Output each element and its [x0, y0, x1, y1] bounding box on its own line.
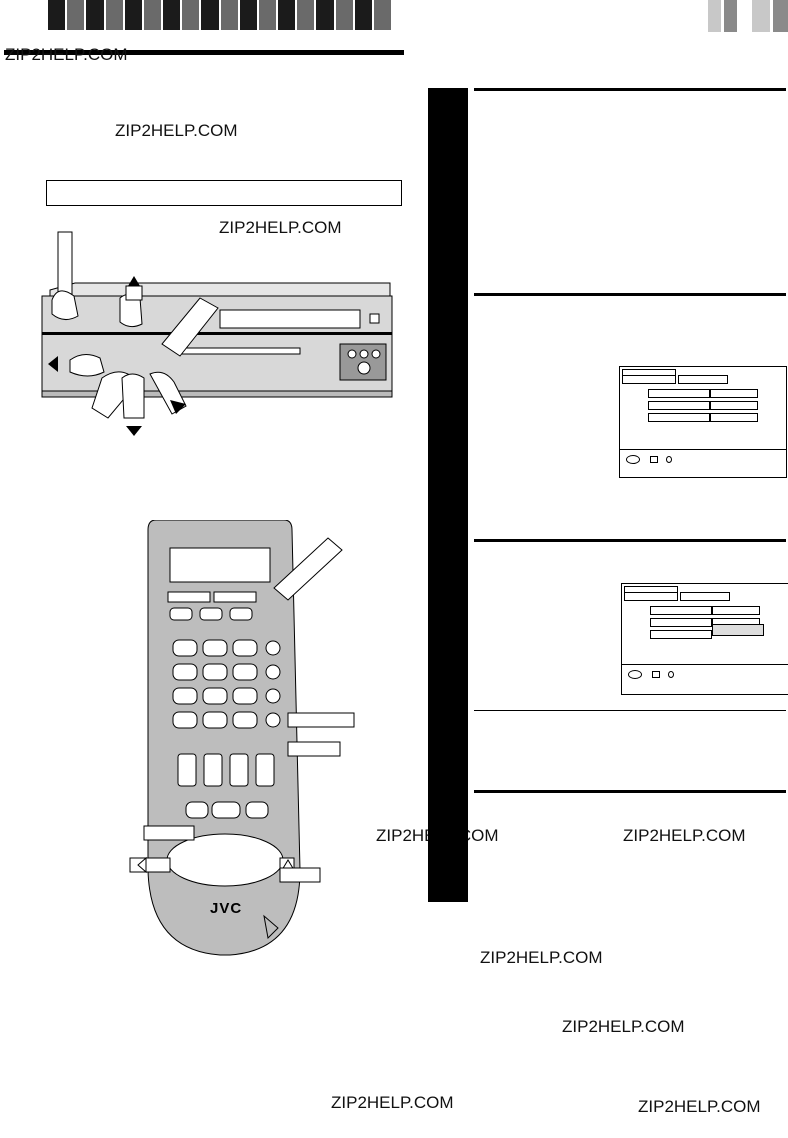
section-divider [474, 710, 786, 711]
watermark: ZIP2HELP.COM [219, 218, 342, 237]
section-divider [474, 790, 786, 793]
page-tab-marker-left [708, 0, 740, 32]
section-divider [474, 88, 786, 91]
section-divider [474, 539, 786, 542]
vcr-front-panel-illustration [41, 231, 393, 436]
watermark: ZIP2HELP.COM [623, 826, 746, 845]
watermark: ZIP2HELP.COM [331, 1093, 454, 1112]
section-divider [474, 293, 786, 296]
section-frame [46, 180, 402, 206]
page-tab-marker-right [752, 0, 788, 32]
watermark: ZIP2HELP.COM [480, 948, 603, 967]
header-rule [4, 50, 404, 55]
section-sidebar-bar [428, 88, 468, 902]
remote-brand-logo: JVC [210, 900, 243, 917]
osd-screen-illustration [619, 366, 787, 478]
watermark: ZIP2HELP.COM [5, 45, 128, 64]
remote-control-illustration [129, 520, 355, 956]
watermark: ZIP2HELP.COM [638, 1097, 761, 1116]
watermark: ZIP2HELP.COM [115, 121, 238, 140]
watermark: ZIP2HELP.COM [562, 1017, 685, 1036]
header-stripe-bar [48, 0, 393, 30]
osd-screen-illustration [621, 583, 788, 695]
